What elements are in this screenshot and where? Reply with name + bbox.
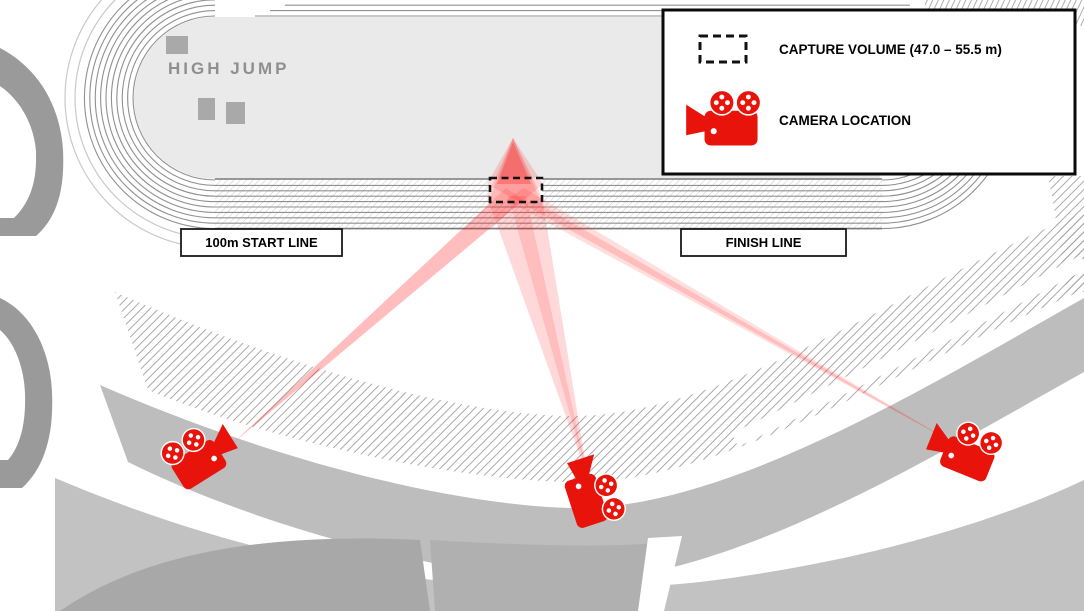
field-mat (198, 98, 215, 120)
field-mat (166, 36, 188, 54)
capture-volume-swatch (698, 34, 748, 64)
frustum-apex (497, 142, 531, 184)
high-jump-label: HIGH JUMP (168, 59, 289, 78)
camera-frustums (232, 138, 952, 478)
camera-center-frustum (487, 138, 588, 478)
stand-bottom-center (430, 540, 655, 611)
legend-camera-location-label: CAMERA LOCATION (779, 113, 911, 128)
field-mat (226, 102, 245, 124)
finish-line-label: FINISH LINE (726, 235, 802, 250)
capture-volume-fill (490, 178, 542, 202)
stand-hatched-band (115, 212, 1084, 483)
legend-box (661, 8, 1077, 176)
finish-line-label-box: FINISH LINE (680, 228, 847, 257)
track-bend-left (64, 0, 216, 249)
start-line-label: 100m START LINE (205, 235, 318, 250)
legend: CAPTURE VOLUME (47.0 – 55.5 m) CAMERA LO… (661, 8, 1077, 176)
start-line-label-box: 100m START LINE (180, 228, 343, 257)
stand-grey-band (100, 298, 1084, 581)
track-home-straight (215, 178, 882, 230)
capture-volume-marker (488, 176, 544, 204)
stand-bottom-left-dark (60, 538, 430, 611)
legend-capture-volume-label: CAPTURE VOLUME (47.0 – 55.5 m) (779, 42, 1002, 57)
camera-left-frustum (232, 138, 543, 444)
